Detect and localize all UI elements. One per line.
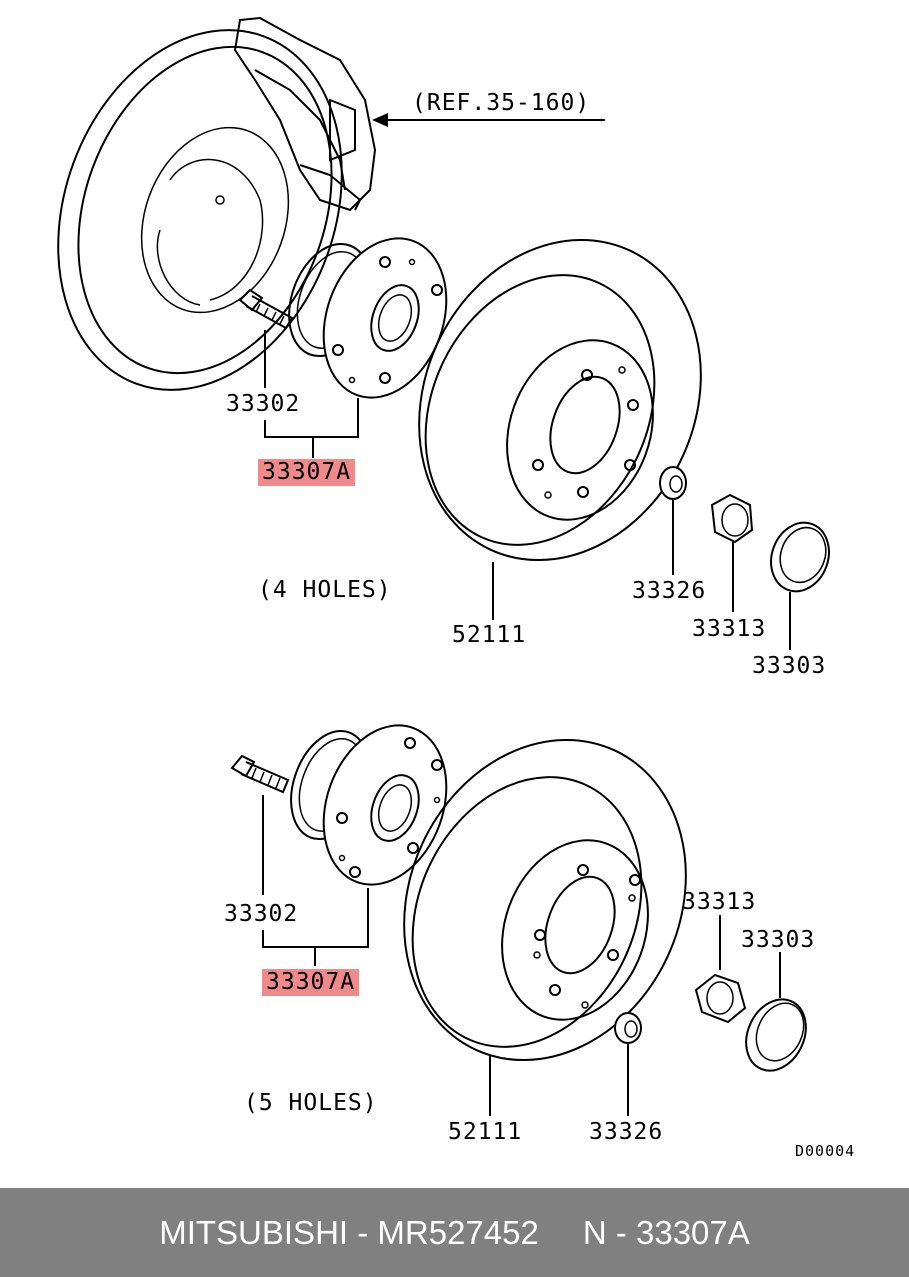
washer-bottom <box>614 1012 642 1044</box>
wheel-stud-bottom <box>230 754 290 794</box>
hub-assembly-part-number-bottom[interactable]: 33307A <box>262 969 360 996</box>
footer-bar: MITSUBISHI - MR527452 N - 33307A <box>0 1188 909 1277</box>
reference-part-number: N - 33307A <box>582 1213 750 1251</box>
washer-part-number-bottom: 33326 <box>589 1119 664 1145</box>
disc-part-number-top: 52111 <box>452 622 527 648</box>
exploded-view-drawing <box>57 16 830 1116</box>
holes-note-bottom: (5 HOLES) <box>244 1090 378 1116</box>
hub-assembly-part-number-top[interactable]: 33307A <box>258 459 356 486</box>
nut-part-number-bottom: 33313 <box>682 889 757 915</box>
disc-part-number-bottom: 52111 <box>448 1119 523 1145</box>
nut-top <box>710 493 754 544</box>
nut-bottom <box>694 973 747 1024</box>
hub-bottom <box>290 724 448 886</box>
brake-disc-top <box>418 238 702 562</box>
backing-plate-drawing <box>57 16 377 391</box>
drawing-code: D00004 <box>795 1142 856 1160</box>
parts-diagram: (REF.35-160) 33302 33307A (4 HOLES) 5211… <box>57 16 856 1160</box>
brand-part-number: MITSUBISHI - MR527452 <box>159 1213 539 1251</box>
stud-part-number-top: 33302 <box>226 391 301 417</box>
washer-top <box>659 466 687 500</box>
nut-part-number-top: 33313 <box>692 616 767 642</box>
brake-disc-bottom <box>403 738 687 1062</box>
cap-part-number-bottom: 33303 <box>741 927 816 953</box>
reference-label: (REF.35-160) <box>412 90 591 116</box>
cap-top <box>770 521 830 593</box>
stud-part-number-bottom: 33302 <box>224 901 299 927</box>
hub-top <box>288 237 448 399</box>
cap-bottom <box>745 998 807 1072</box>
cap-part-number-top: 33303 <box>752 653 827 679</box>
washer-part-number-top: 33326 <box>632 578 707 604</box>
holes-note-top: (4 HOLES) <box>258 577 392 603</box>
wheel-stud-top <box>238 288 294 330</box>
